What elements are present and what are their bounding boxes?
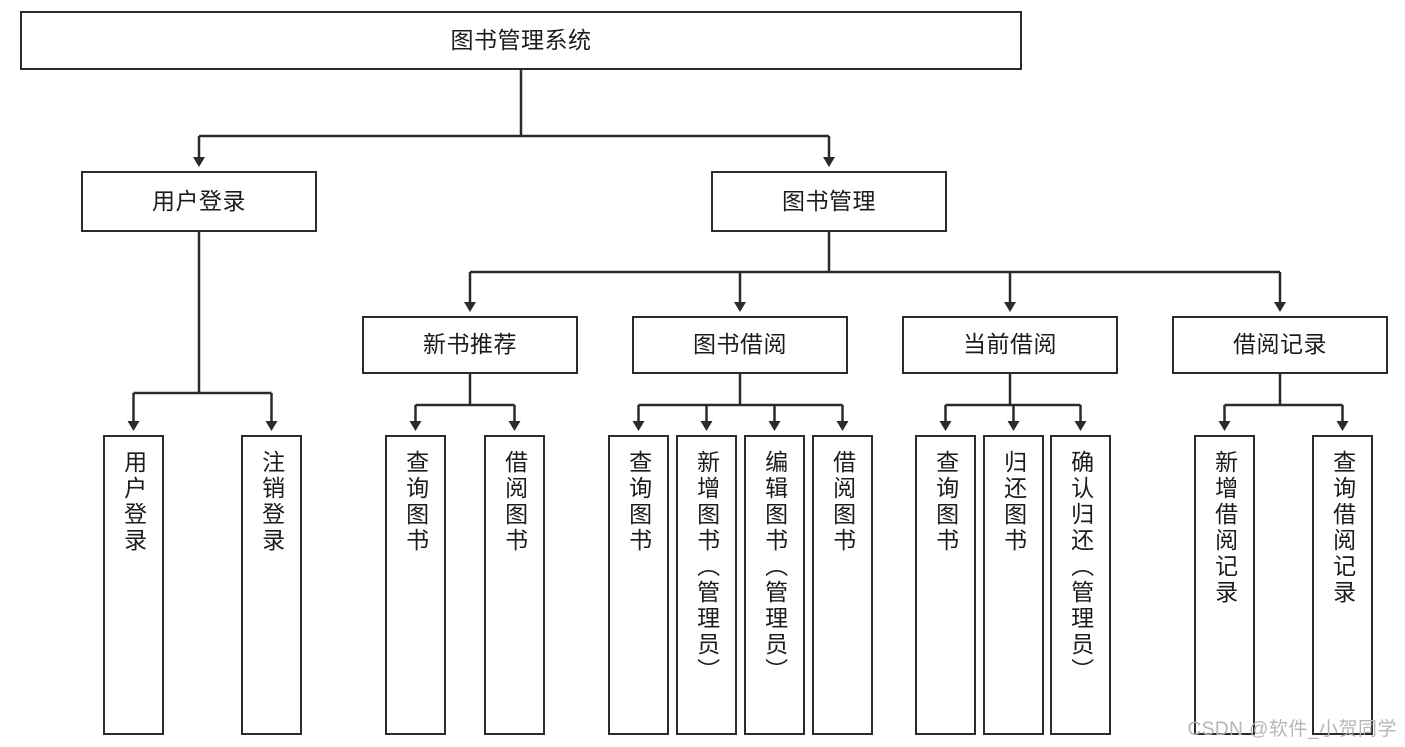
node-label-borrow-records: 借阅记录 [1233, 331, 1327, 358]
node-label-new-book-recommend: 新书推荐 [423, 331, 517, 358]
node-label-root: 图书管理系统 [450, 26, 592, 53]
node-label-leaf-edit-book: 编辑图书（管理员） [761, 450, 788, 684]
node-leaf-borrow-book-1[interactable]: 借阅图书 [484, 435, 545, 735]
node-current-borrow[interactable]: 当前借阅 [902, 316, 1118, 374]
node-leaf-query-record[interactable]: 查询借阅记录 [1312, 435, 1373, 735]
node-label-leaf-query-record: 查询借阅记录 [1329, 450, 1356, 606]
node-leaf-query-book-2[interactable]: 查询图书 [608, 435, 669, 735]
node-leaf-add-record[interactable]: 新增借阅记录 [1194, 435, 1255, 735]
node-leaf-edit-book[interactable]: 编辑图书（管理员） [744, 435, 805, 735]
node-label-leaf-borrow-book-2: 借阅图书 [829, 450, 856, 554]
node-label-leaf-query-book-2: 查询图书 [625, 450, 652, 554]
node-new-book-recommend[interactable]: 新书推荐 [362, 316, 578, 374]
node-borrow-records[interactable]: 借阅记录 [1172, 316, 1388, 374]
node-label-leaf-user-login: 用户登录 [120, 450, 147, 554]
node-leaf-borrow-book-2[interactable]: 借阅图书 [812, 435, 873, 735]
watermark: CSDN @软件_小贺同学 [1187, 719, 1397, 740]
node-label-leaf-query-book-3: 查询图书 [932, 450, 959, 554]
node-book-management[interactable]: 图书管理 [711, 171, 947, 232]
node-leaf-query-book-1[interactable]: 查询图书 [385, 435, 446, 735]
node-leaf-return-book[interactable]: 归还图书 [983, 435, 1044, 735]
node-label-current-borrow: 当前借阅 [963, 331, 1057, 358]
node-label-leaf-query-book-1: 查询图书 [402, 450, 429, 554]
node-leaf-add-book[interactable]: 新增图书（管理员） [676, 435, 737, 735]
node-label-leaf-add-record: 新增借阅记录 [1211, 450, 1238, 606]
node-label-book-management: 图书管理 [782, 187, 876, 214]
node-root[interactable]: 图书管理系统 [20, 11, 1022, 70]
node-label-leaf-add-book: 新增图书（管理员） [693, 450, 720, 684]
node-book-borrow[interactable]: 图书借阅 [632, 316, 848, 374]
node-leaf-user-login[interactable]: 用户登录 [103, 435, 164, 735]
node-label-leaf-logout: 注销登录 [258, 450, 285, 554]
node-leaf-confirm-return[interactable]: 确认归还（管理员） [1050, 435, 1111, 735]
node-label-book-borrow: 图书借阅 [693, 331, 787, 358]
node-label-leaf-confirm-return: 确认归还（管理员） [1067, 450, 1094, 684]
node-leaf-query-book-3[interactable]: 查询图书 [915, 435, 976, 735]
node-label-leaf-borrow-book-1: 借阅图书 [501, 450, 528, 554]
node-label-leaf-return-book: 归还图书 [1000, 450, 1027, 554]
node-user-login[interactable]: 用户登录 [81, 171, 317, 232]
node-leaf-logout[interactable]: 注销登录 [241, 435, 302, 735]
node-label-user-login: 用户登录 [152, 187, 246, 214]
